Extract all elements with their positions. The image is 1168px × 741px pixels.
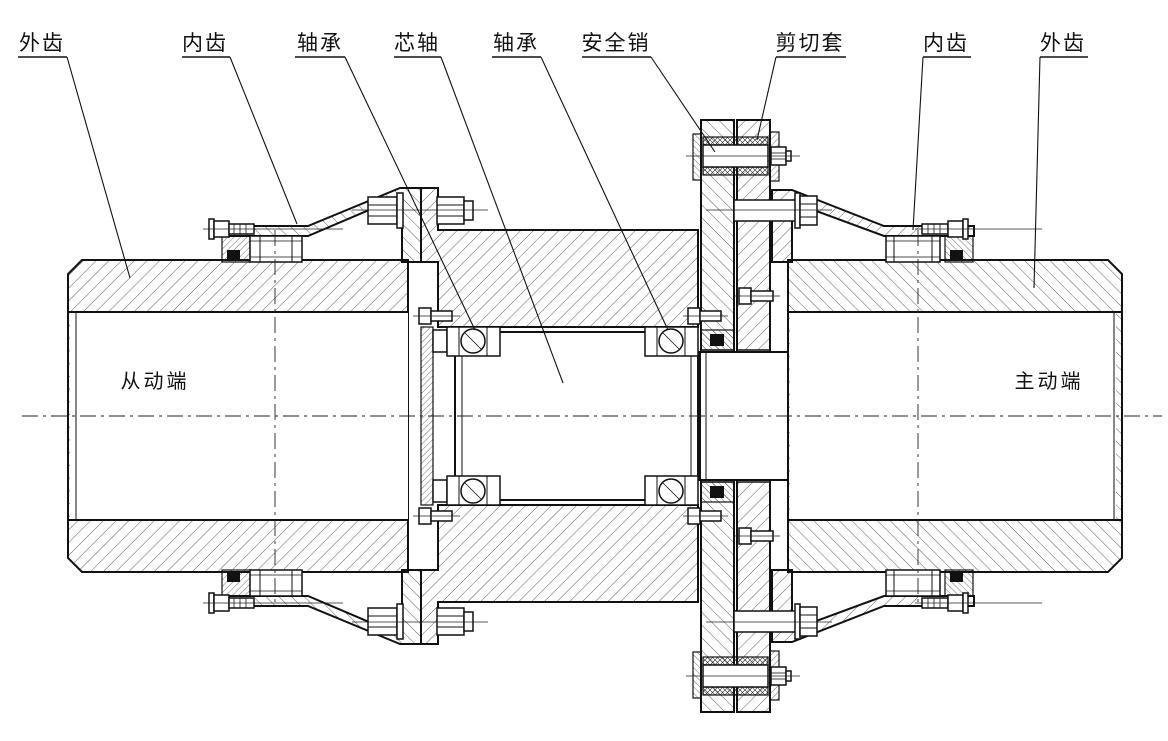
right-mesh-bolt-bottom [915,592,1042,614]
label-bearing-right: 轴承 [493,32,539,55]
gland-bolt-left-top [413,307,460,325]
label-internal-teeth-left: 内齿 [182,32,228,55]
shear-sleeve-bottom-upper [702,656,769,666]
label-internal-teeth-right: 内齿 [923,32,969,55]
safety-pin-assembly-top [686,131,800,182]
left-gear-mesh-bottom [221,569,303,597]
gland-bolt-left-bottom [413,507,460,525]
bearing-left-top [446,326,501,357]
center-flange-bolt-top [706,192,832,229]
label-bearing-left: 轴承 [297,32,343,55]
shear-sleeve-top-lower [702,166,769,176]
label-core-shaft: 芯轴 [394,32,440,55]
shear-sleeve-bottom-lower [702,686,769,696]
right-shaft-spigot [699,351,789,481]
left-flange-bolt-bottom [352,603,488,640]
bearing-left-bottom [446,475,501,506]
left-flange-bolt-top [352,192,488,229]
safety-pin-assembly-bottom [686,650,800,701]
center-flange-bolt-bottom [706,603,832,640]
bearing-right-bottom [644,475,699,506]
gland-bolt-plate-bottom [735,527,780,545]
shear-sleeve-top-upper [702,136,769,146]
right-gear-mesh-bottom [885,569,974,597]
right-mesh-bolt-top [915,218,1042,240]
callouts: 外齿 内齿 轴承 芯轴 轴承 安全销 剪切套 内齿 外齿 [18,32,1088,384]
seal-top [710,334,724,346]
right-gear-mesh-top [885,235,974,263]
left-gear-mesh-top [221,235,303,263]
bearing-right-top [644,326,699,357]
label-driven-end: 从动端 [121,370,190,393]
label-safety-pin: 安全销 [582,32,651,55]
label-shear-sleeve: 剪切套 [776,32,845,55]
left-mesh-bolt-bottom [203,592,343,614]
seal-bottom [710,486,724,498]
label-external-teeth-right: 外齿 [1040,32,1086,55]
gland-bolt-center-bottom [683,507,728,525]
label-driving-end: 主动端 [1015,370,1084,393]
gland-bolt-plate-top [735,287,780,305]
gland-bolt-center-top [683,307,728,325]
left-mesh-bolt-top [203,218,343,240]
label-external-teeth-left: 外齿 [19,32,65,55]
